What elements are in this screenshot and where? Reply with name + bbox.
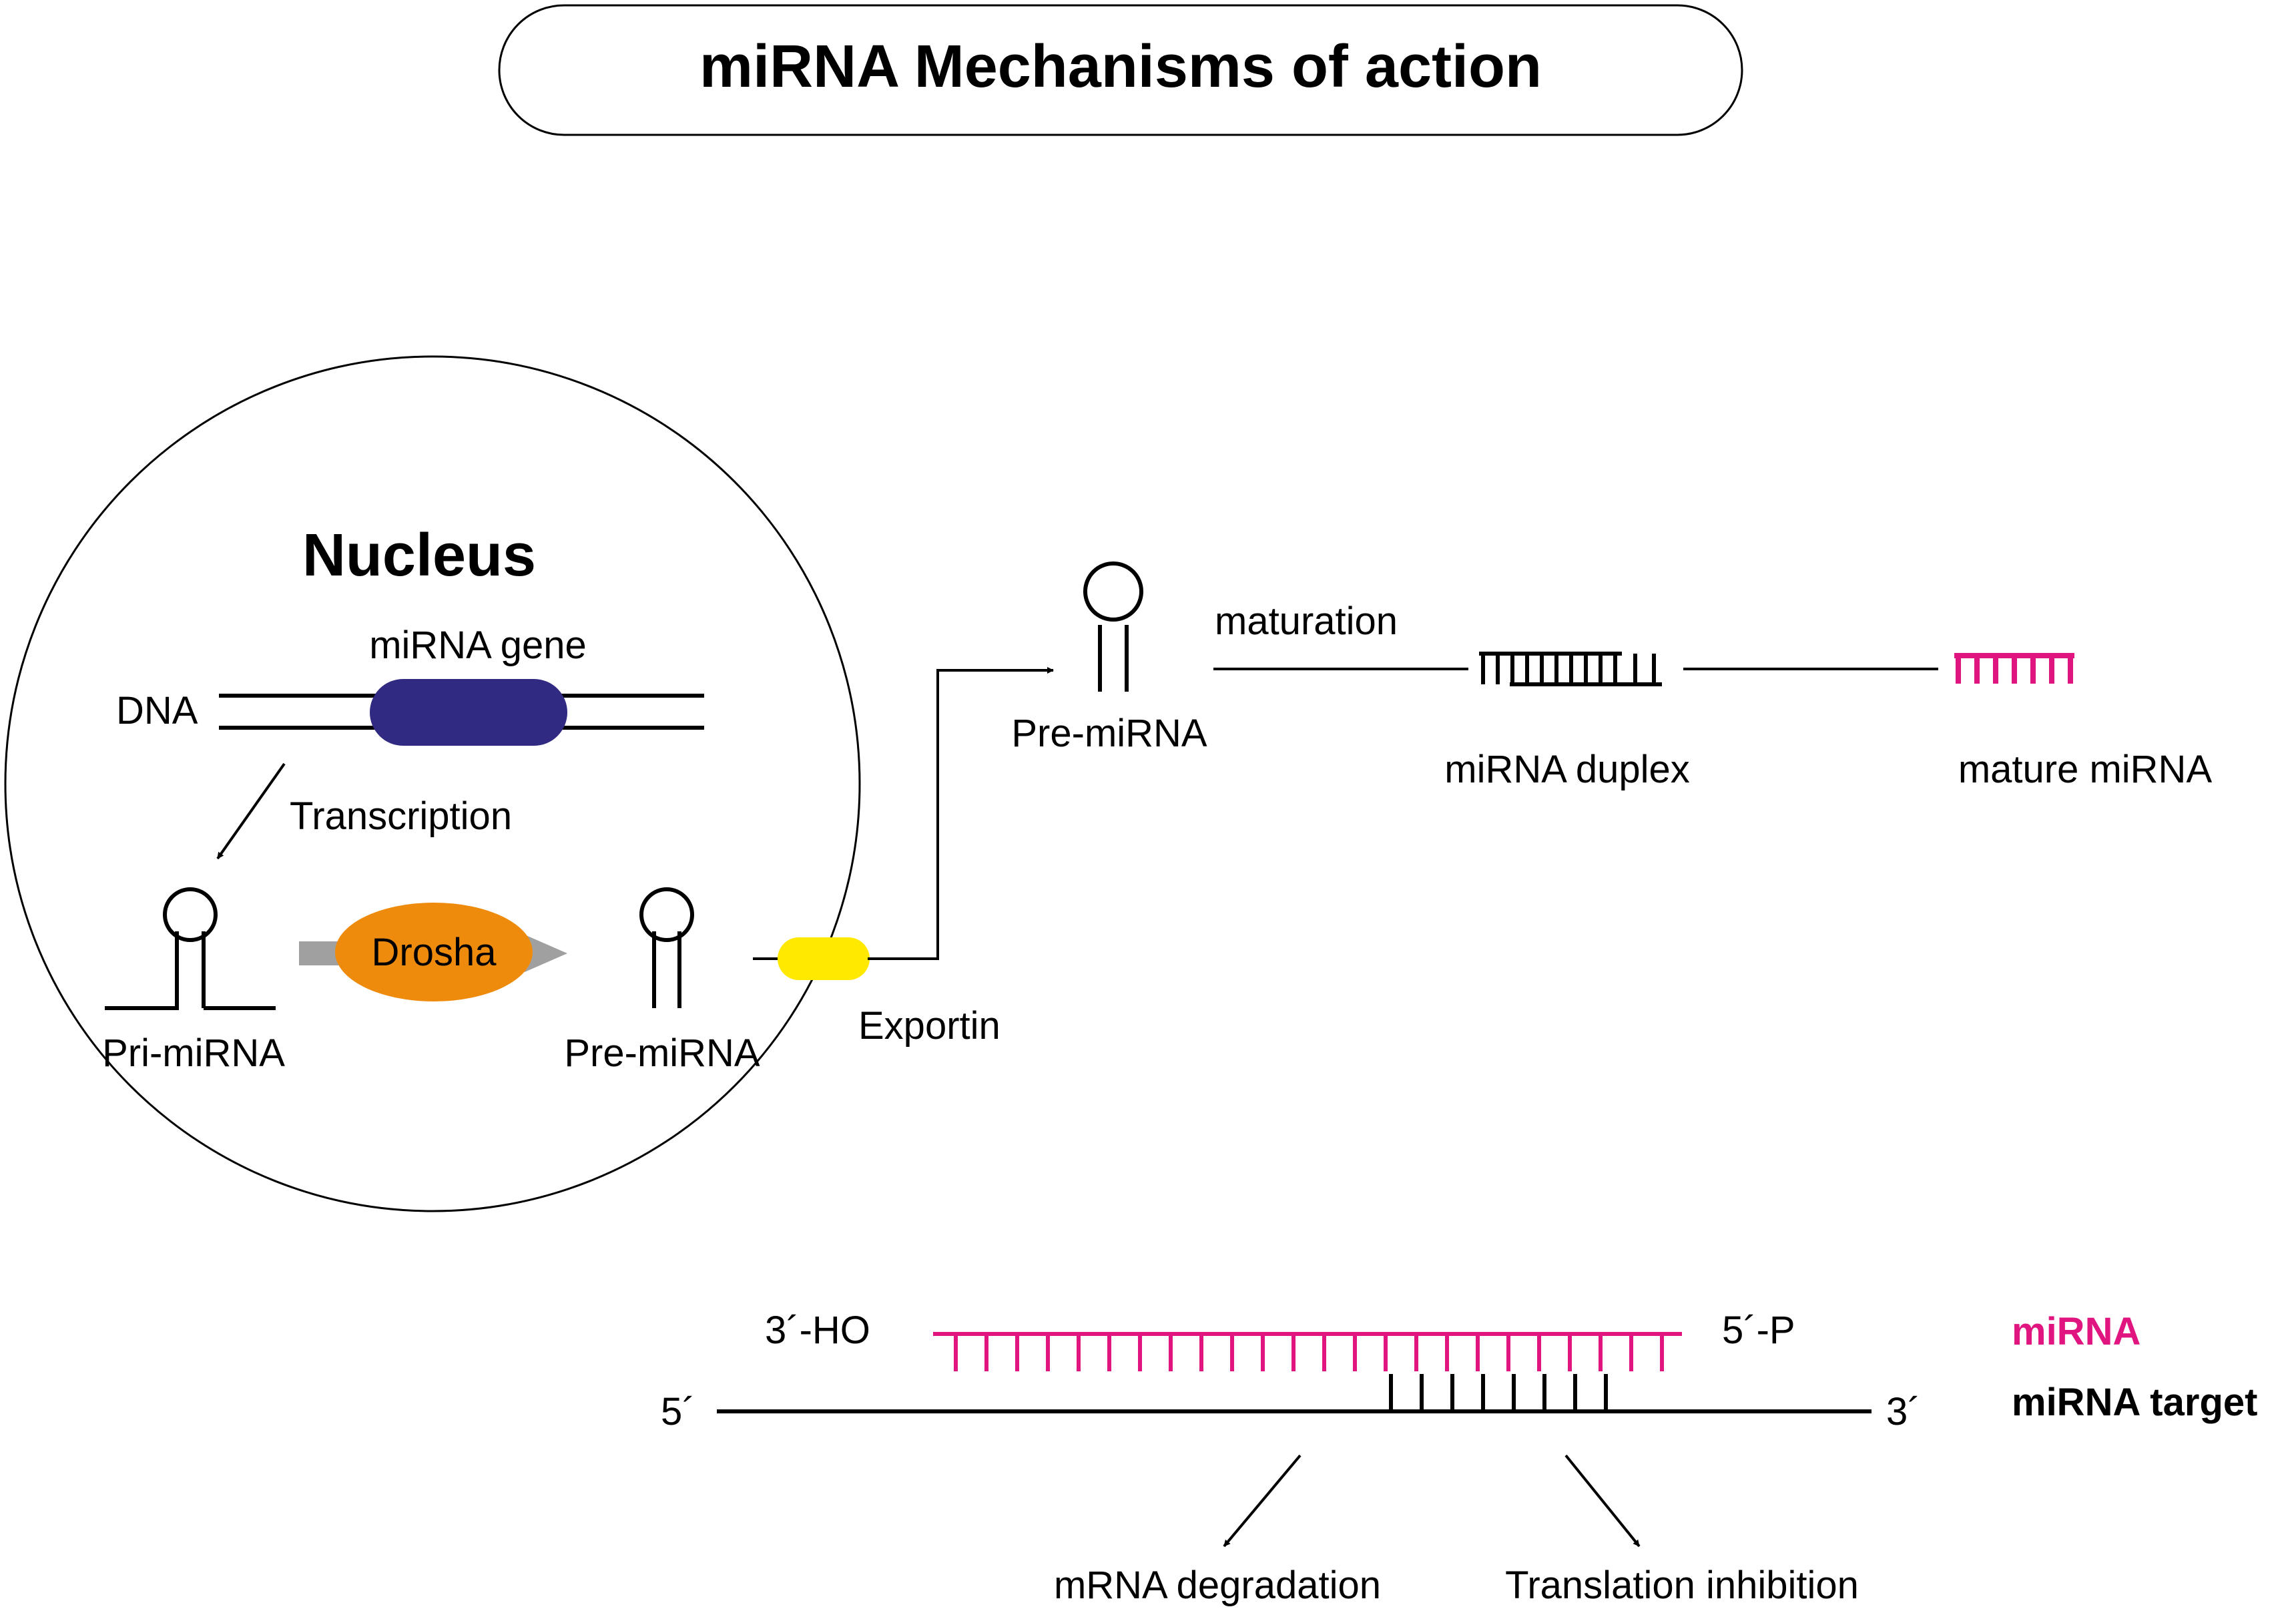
mirna-gene-block (370, 679, 567, 746)
target-3-end-label: 3´ (1886, 1390, 1921, 1433)
cytoplasmic-pre-mirna-label: Pre-miRNA (1011, 712, 1207, 755)
drosha-enzyme (335, 903, 533, 1001)
drosha-label: Drosha (372, 931, 497, 974)
mrna-degradation-label: mRNA degradation (1054, 1564, 1381, 1607)
nucleus-circle (4, 355, 861, 1212)
title-box (498, 4, 1743, 136)
mirna-3-end-label: 3´-HO (765, 1309, 870, 1352)
target-mrna-strand (717, 1374, 1872, 1413)
mature-mirna-glyph (1954, 653, 2074, 684)
pri-mirna-hairpin (105, 887, 276, 1010)
degradation-arrow (1223, 1454, 1302, 1548)
nuclear-pre-mirna-hairpin (639, 887, 694, 1008)
legend-mirna: miRNA (2012, 1310, 2140, 1353)
bound-mirna-strand (933, 1332, 1682, 1371)
dna-label: DNA (116, 689, 198, 732)
cytoplasmic-pre-mirna-hairpin (1083, 561, 1143, 692)
maturation-label: maturation (1215, 600, 1398, 643)
nuclear-pre-mirna-label: Pre-miRNA (564, 1031, 760, 1075)
exportin-protein (778, 937, 870, 980)
transcription-arrow (216, 762, 286, 860)
inhibition-arrow (1564, 1454, 1641, 1548)
nucleus-label: Nucleus (302, 522, 536, 589)
diagram-title: miRNA Mechanisms of action (699, 33, 1542, 100)
export-path-arrow (868, 667, 1054, 960)
mirna-5-end-label: 5´-P (1722, 1309, 1795, 1352)
mirna-duplex-label: miRNA duplex (1444, 748, 1689, 791)
transcription-label: Transcription (290, 794, 512, 838)
mature-mirna-label: mature miRNA (1958, 748, 2213, 791)
pri-mirna-label: Pri-miRNA (102, 1031, 285, 1075)
mirna-gene-label: miRNA gene (369, 624, 587, 667)
target-5-end-label: 5´ (661, 1390, 695, 1433)
translation-inhibition-label: Translation inhibition (1505, 1564, 1859, 1607)
exportin-label: Exportin (858, 1004, 1000, 1048)
drosha-arrow-head (525, 935, 567, 972)
mirna-duplex-glyph (1479, 652, 1662, 686)
legend-mirna-target: miRNA target (2012, 1381, 2257, 1424)
